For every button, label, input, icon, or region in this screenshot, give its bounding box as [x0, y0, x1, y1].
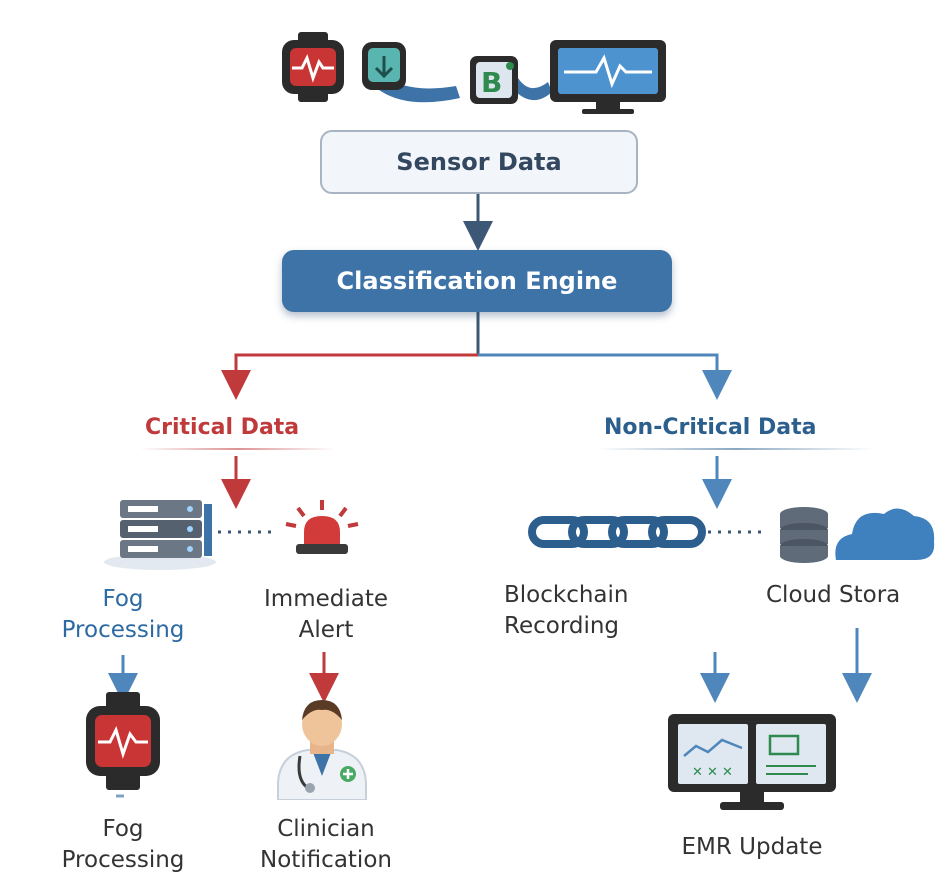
- doctor-icon: [277, 700, 367, 800]
- blockchain-recording-line-2: Recording: [504, 613, 620, 639]
- fitness-band-icon: [362, 42, 460, 103]
- fog-processing-label-2: Fog Processing: [38, 814, 208, 876]
- blood-pressure-monitor-icon: B: [470, 56, 552, 104]
- non-critical-underline: [598, 448, 873, 450]
- server-rack-icon: [104, 500, 216, 570]
- patient-monitor-icon: [550, 40, 666, 114]
- classification-engine-label: Classification Engine: [336, 267, 618, 295]
- fog-processing-2-line-1: Fog: [102, 816, 144, 842]
- smartwatch-icon-bottom: [86, 692, 160, 798]
- emr-update-label: EMR Update: [650, 832, 854, 863]
- computer-monitor-icon: ✕ ✕ ✕: [668, 714, 836, 810]
- arrow-engine-to-critical: [221, 353, 478, 400]
- immediate-alert-line-1: Immediate: [264, 586, 388, 612]
- clinician-notification-line-1: Clinician: [277, 816, 375, 842]
- sensor-data-label: Sensor Data: [396, 148, 562, 176]
- cloud-database-icon: [780, 507, 935, 563]
- clinician-notification-label: Clinician Notification: [234, 814, 418, 876]
- blockchain-recording-label: Blockchain Recording: [504, 580, 684, 642]
- blockchain-recording-line-1: Blockchain: [504, 582, 629, 608]
- fog-processing-line-2: Processing: [61, 617, 185, 643]
- clinician-notification-line-2: Notification: [260, 847, 392, 873]
- chain-link-icon: [528, 516, 706, 548]
- fog-processing-label-1: Fog Processing: [38, 584, 208, 646]
- critical-data-title: Critical Data: [145, 415, 300, 440]
- immediate-alert-label: Immediate Alert: [240, 584, 412, 646]
- fog-processing-2-line-2: Processing: [61, 847, 185, 873]
- classification-engine-box: Classification Engine: [282, 250, 672, 312]
- emr-update-line-1: EMR Update: [681, 834, 823, 860]
- sensor-data-box: Sensor Data: [320, 130, 638, 194]
- cloud-storage-line-1: Cloud Stora: [766, 582, 901, 608]
- smartwatch-icon: [282, 32, 344, 102]
- alarm-siren-icon: [285, 500, 359, 554]
- fog-processing-line-1: Fog: [102, 586, 144, 612]
- immediate-alert-line-2: Alert: [298, 617, 354, 643]
- svg-text:B: B: [481, 66, 502, 99]
- svg-text:✕ ✕ ✕: ✕ ✕ ✕: [692, 765, 733, 780]
- non-critical-data-title: Non-Critical Data: [604, 415, 817, 440]
- cloud-storage-label: Cloud Stora: [766, 580, 937, 611]
- critical-underline: [140, 448, 335, 450]
- arrow-engine-to-noncritical: [478, 353, 732, 400]
